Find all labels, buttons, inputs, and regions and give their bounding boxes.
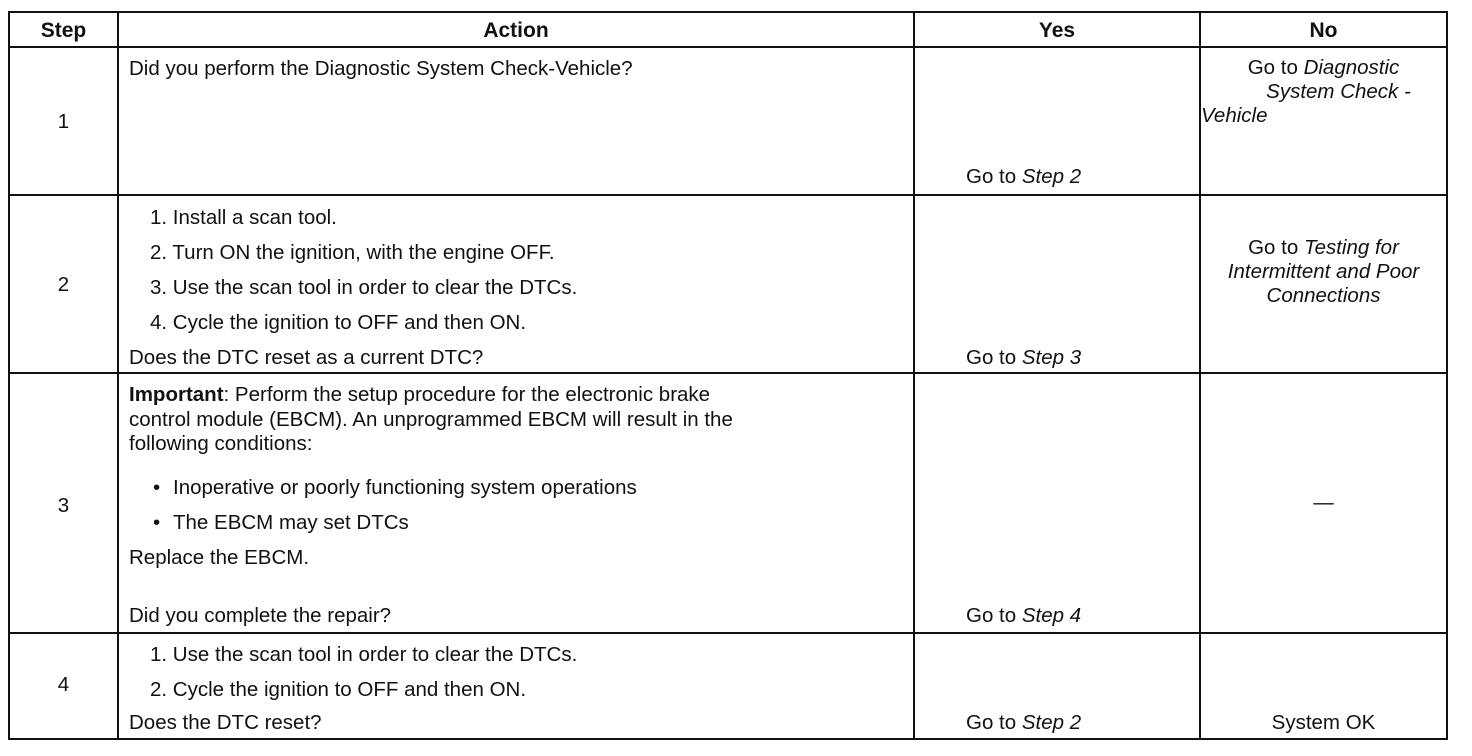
step-number: 3: [57, 494, 70, 517]
yes-result: Go to Step 2: [966, 165, 1082, 188]
yes-result: Go to Step 2: [966, 711, 1082, 734]
important-note: Important: Perform the setup procedure f…: [129, 383, 733, 455]
procedure-link[interactable]: Intermittent and Poor: [1227, 260, 1420, 283]
no-result: Go to Diagnostic System Check - Vehicle: [1201, 56, 1411, 127]
col-divider: [913, 13, 915, 738]
condition-bullet: Inoperative or poorly functioning system…: [153, 476, 637, 500]
condition-bullet: The EBCM may set DTCs: [153, 511, 409, 535]
no-result: Go to Testing for Intermittent and Poor …: [1227, 236, 1420, 307]
diagnostic-table: Step Action Yes No 1 Did you perform the…: [8, 11, 1448, 740]
action-text: Did you perform the Diagnostic System Ch…: [129, 57, 633, 80]
step-number: 2: [57, 273, 70, 296]
action-step: 4. Cycle the ignition to OFF and then ON…: [150, 311, 527, 334]
row-divider: [10, 46, 1446, 48]
procedure-link[interactable]: Diagnostic: [1303, 56, 1400, 79]
action-question: Does the DTC reset as a current DTC?: [129, 346, 484, 369]
action-question: Does the DTC reset?: [129, 711, 322, 734]
procedure-link[interactable]: Vehicle: [1201, 104, 1268, 127]
row-divider: [10, 194, 1446, 196]
action-step: 3. Use the scan tool in order to clear t…: [150, 276, 578, 299]
step-number: 4: [57, 673, 70, 696]
header-step: Step: [40, 19, 87, 42]
yes-result: Go to Step 4: [966, 604, 1082, 627]
header-action: Action: [483, 19, 549, 42]
yes-result: Go to Step 3: [966, 346, 1082, 369]
procedure-link[interactable]: System Check -: [1266, 80, 1411, 103]
action-step: 1. Use the scan tool in order to clear t…: [150, 643, 578, 666]
procedure-link[interactable]: Connections: [1266, 284, 1381, 307]
header-yes: Yes: [1038, 19, 1076, 42]
step-link[interactable]: Step 2: [1021, 711, 1082, 734]
row-divider: [10, 372, 1446, 374]
action-question: Did you complete the repair?: [129, 604, 392, 627]
step-link[interactable]: Step 4: [1021, 604, 1082, 627]
action-step: 2. Turn ON the ignition, with the engine…: [150, 241, 555, 264]
action-instruction: Replace the EBCM.: [129, 546, 310, 569]
action-step: 1. Install a scan tool.: [150, 206, 337, 229]
step-number: 1: [57, 110, 70, 133]
row-divider: [10, 632, 1446, 634]
no-result: System OK: [1271, 711, 1376, 734]
col-divider: [1199, 13, 1201, 738]
important-label: Important: [129, 383, 224, 406]
col-divider: [117, 13, 119, 738]
step-link[interactable]: Step 2: [1021, 165, 1082, 188]
procedure-link[interactable]: Testing for: [1303, 236, 1399, 259]
no-result: —: [1313, 491, 1334, 514]
header-no: No: [1309, 19, 1338, 42]
step-link[interactable]: Step 3: [1021, 346, 1082, 369]
action-step: 2. Cycle the ignition to OFF and then ON…: [150, 678, 527, 701]
